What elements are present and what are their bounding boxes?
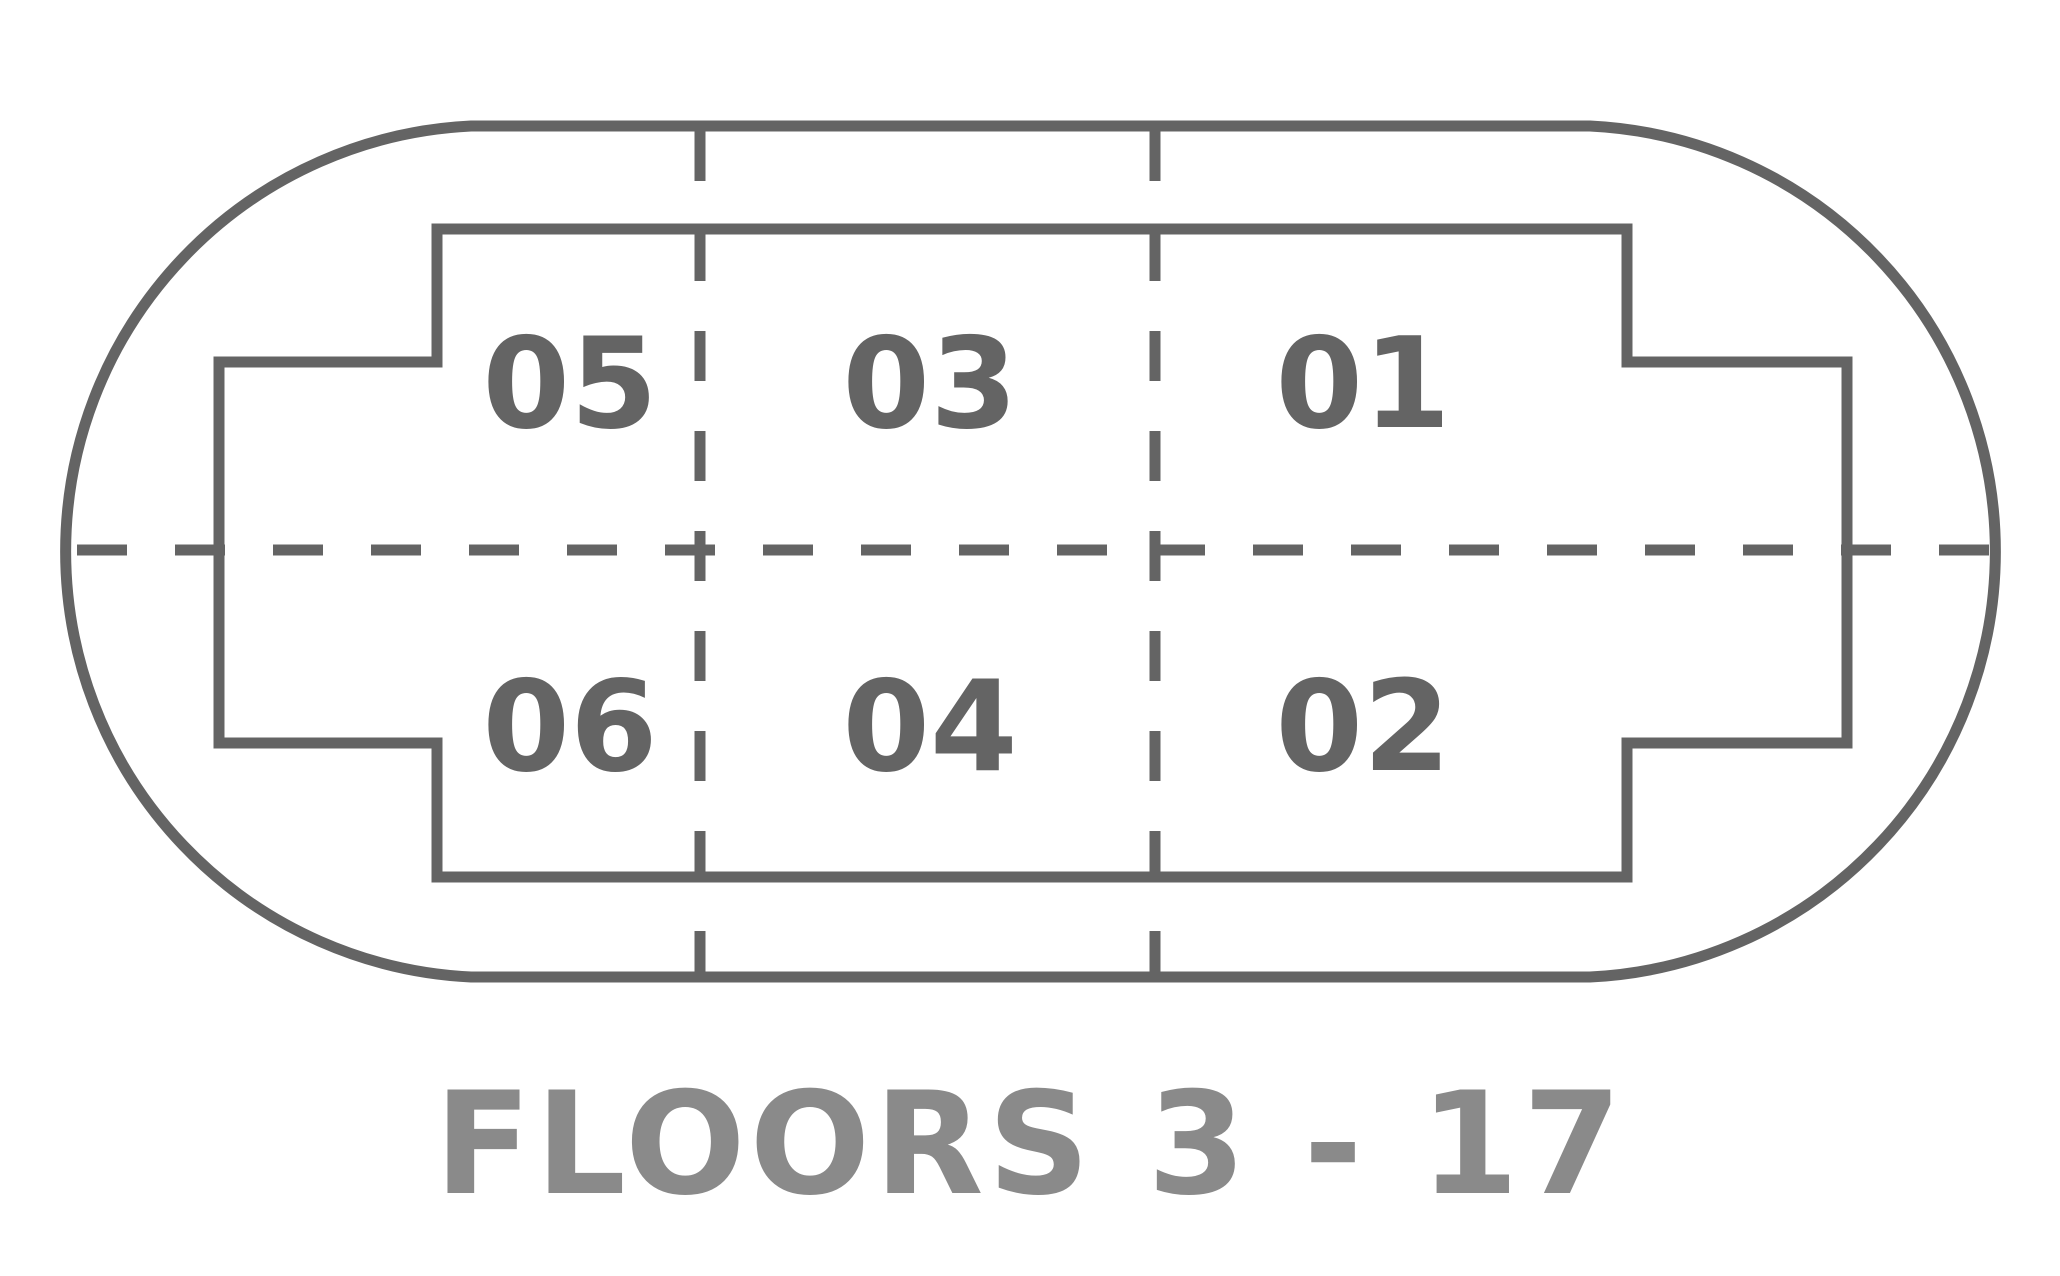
unit-label-03: 03 xyxy=(842,310,1017,457)
unit-label-01: 01 xyxy=(1275,310,1450,457)
building-footprint xyxy=(213,223,1853,883)
unit-label-05: 05 xyxy=(482,310,657,457)
outer-enclosure xyxy=(60,120,2001,983)
unit-label-04: 04 xyxy=(842,653,1017,800)
unit-label-06: 06 xyxy=(482,653,657,800)
unit-label-02: 02 xyxy=(1275,653,1450,800)
floors-caption: FLOORS 3 - 17 xyxy=(434,1062,1625,1227)
